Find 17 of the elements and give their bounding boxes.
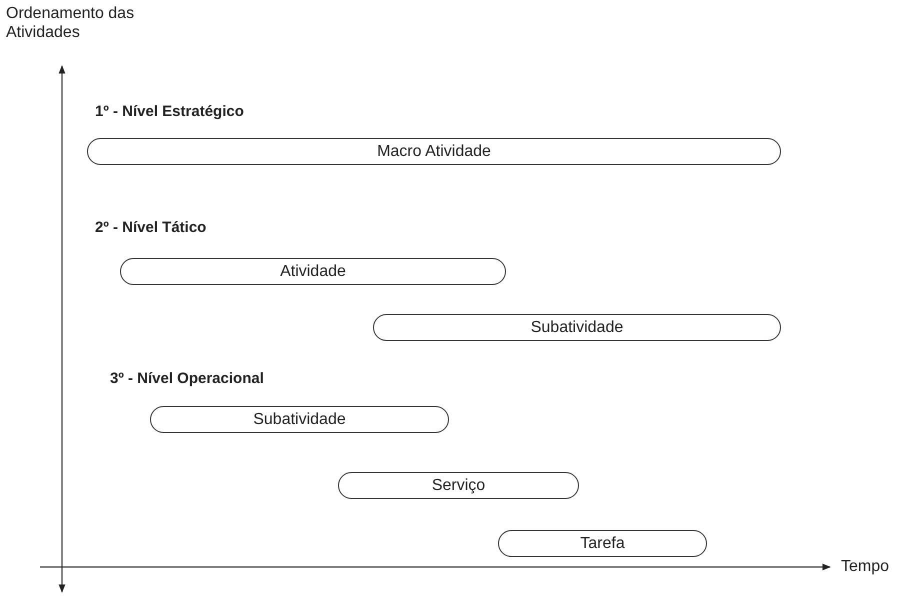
axis-title: Ordenamento das Atividades (6, 4, 136, 42)
axis-title: Tempo (841, 558, 890, 576)
activity-bar (87, 138, 781, 165)
level-heading: 1º - Nível Estratégico (95, 103, 244, 120)
activity-label: Serviço (432, 476, 486, 494)
activity-bar (150, 406, 449, 433)
level-heading: 2º - Nível Tático (95, 219, 206, 236)
activity-label: Subatividade (530, 318, 624, 336)
activity-bar (373, 314, 781, 341)
activity-label: Atividade (280, 262, 346, 280)
activity-bar (498, 530, 707, 557)
activity-bar (338, 472, 579, 499)
level-heading: 3º - Nível Operacional (110, 370, 264, 387)
activity-label: Tarefa (580, 534, 625, 552)
activity-label: Macro Atividade (377, 142, 491, 160)
activity-bar (120, 258, 506, 285)
activity-label: Subatividade (253, 410, 346, 428)
